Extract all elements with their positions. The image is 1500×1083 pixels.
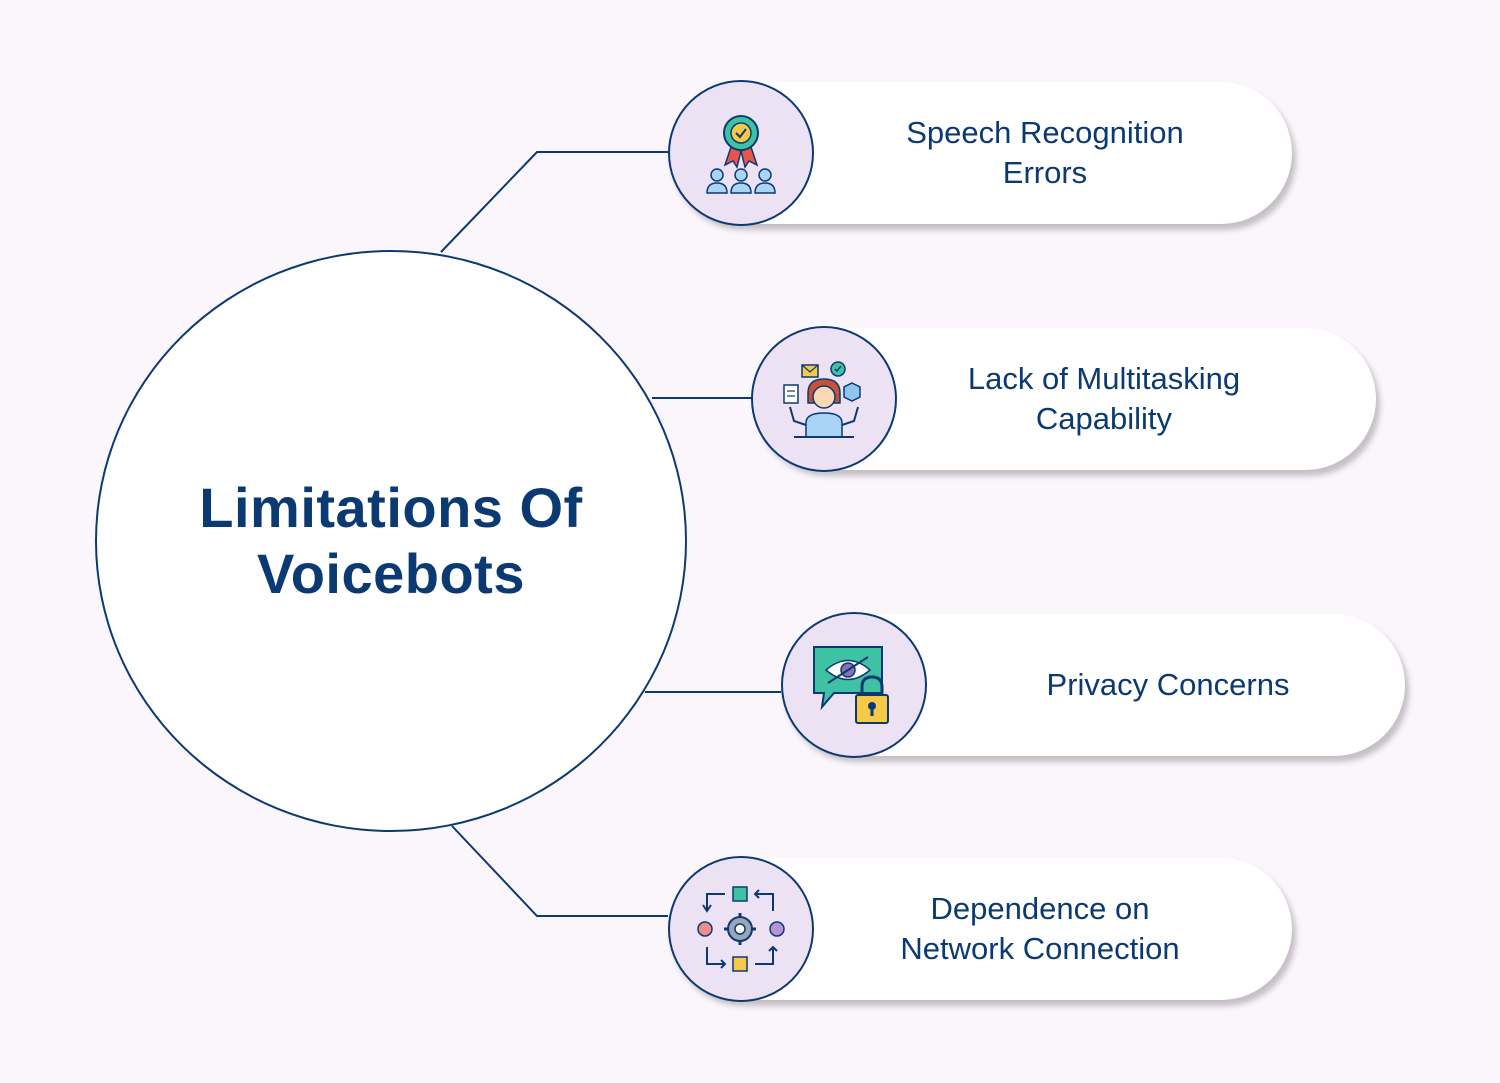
award-team-icon xyxy=(706,115,776,194)
hub-circle: Limitations Of Voicebots xyxy=(95,250,687,832)
icon-circle xyxy=(668,80,814,226)
connector-speech xyxy=(440,151,668,253)
card-label: Speech Recognition Errors xyxy=(906,115,1184,190)
multitasking-person-icon xyxy=(783,361,861,438)
icon-circle xyxy=(781,612,927,758)
card-label: Dependence on Network Connection xyxy=(900,891,1180,966)
private-chat-lock-icon xyxy=(813,646,889,724)
icon-circle xyxy=(751,326,897,472)
network-process-icon xyxy=(697,886,785,972)
icon-circle xyxy=(668,856,814,1002)
card-label: Privacy Concerns xyxy=(1046,667,1290,702)
card-label: Lack of Multitasking Capability xyxy=(967,361,1241,436)
connector-network xyxy=(451,825,668,917)
hub-title: Limitations Of Voicebots xyxy=(199,476,583,605)
